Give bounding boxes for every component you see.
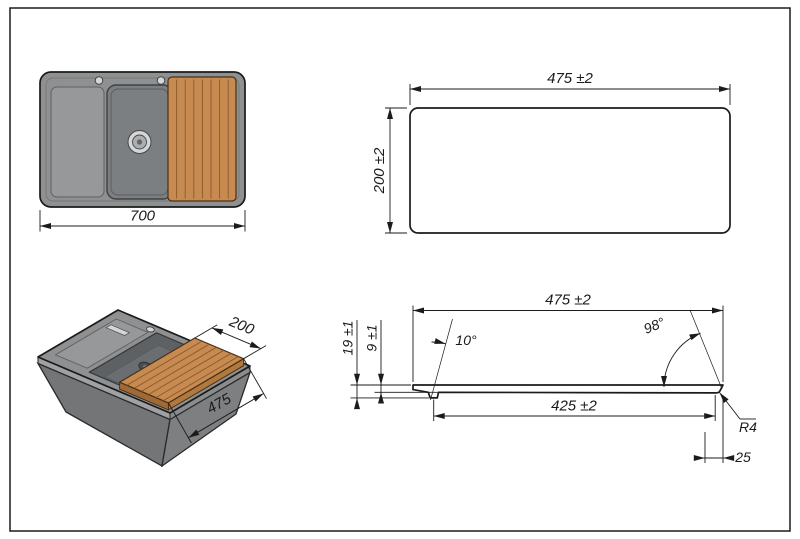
dimension-line (211, 327, 261, 350)
extension-line (194, 324, 218, 339)
dim-label-board-width: 475 ±2 (547, 70, 593, 87)
sink-rim-inner-edge (45, 77, 240, 202)
wood-line (155, 353, 232, 398)
iso-overflow-slot (105, 324, 131, 336)
faucet-hole (94, 76, 104, 85)
wood-line (133, 343, 210, 389)
extension-line (168, 402, 192, 444)
faucet-hole (146, 326, 155, 333)
board-plan-view: 475 ±2 200 ±2 (371, 70, 731, 234)
dim-label-thickness: 9 ±1 (364, 324, 380, 351)
dim-label-length: 700 (130, 208, 156, 225)
dim-label-end: 25 (734, 449, 751, 465)
board-plan-outline (409, 107, 731, 234)
wood-line (126, 340, 203, 386)
dim-label-board-depth: 200 ±2 (371, 147, 388, 194)
iso-wood-slat-lines (126, 340, 239, 402)
wood-slat-lines (176, 79, 229, 199)
wood-line (148, 349, 225, 395)
dimension-line (188, 393, 264, 439)
sink-iso-view: 200 475 (36, 309, 267, 468)
construction-line (430, 318, 453, 401)
drainboard-panel (50, 86, 105, 198)
angle-arc (431, 338, 446, 345)
extension-line (243, 358, 267, 399)
board-profile-outline (412, 384, 724, 399)
wood-line (162, 356, 239, 402)
dim-label-iso-width: 200 (226, 313, 257, 339)
dim-label-angle-right: 98° (641, 314, 667, 337)
dim-label-radius: R4 (739, 419, 757, 435)
construction-line (689, 309, 723, 390)
sink-top-view: 700 (39, 71, 246, 232)
wood-line (141, 346, 217, 392)
drawing-frame (9, 7, 791, 532)
faucet-hole (156, 76, 166, 85)
angle-arc (661, 332, 701, 388)
dim-label-flat: 425 ±2 (551, 398, 597, 415)
dim-label-height-total: 19 ±1 (340, 321, 356, 356)
board-profile-view: 475 ±2 19 ±1 9 ±1 10° 98° 425 ±2 R4 (340, 292, 758, 466)
extension-line (243, 345, 267, 360)
dim-label-profile-width: 475 ±2 (545, 292, 591, 309)
dim-label-angle-left: 10° (455, 332, 477, 348)
drain-center (136, 139, 143, 145)
